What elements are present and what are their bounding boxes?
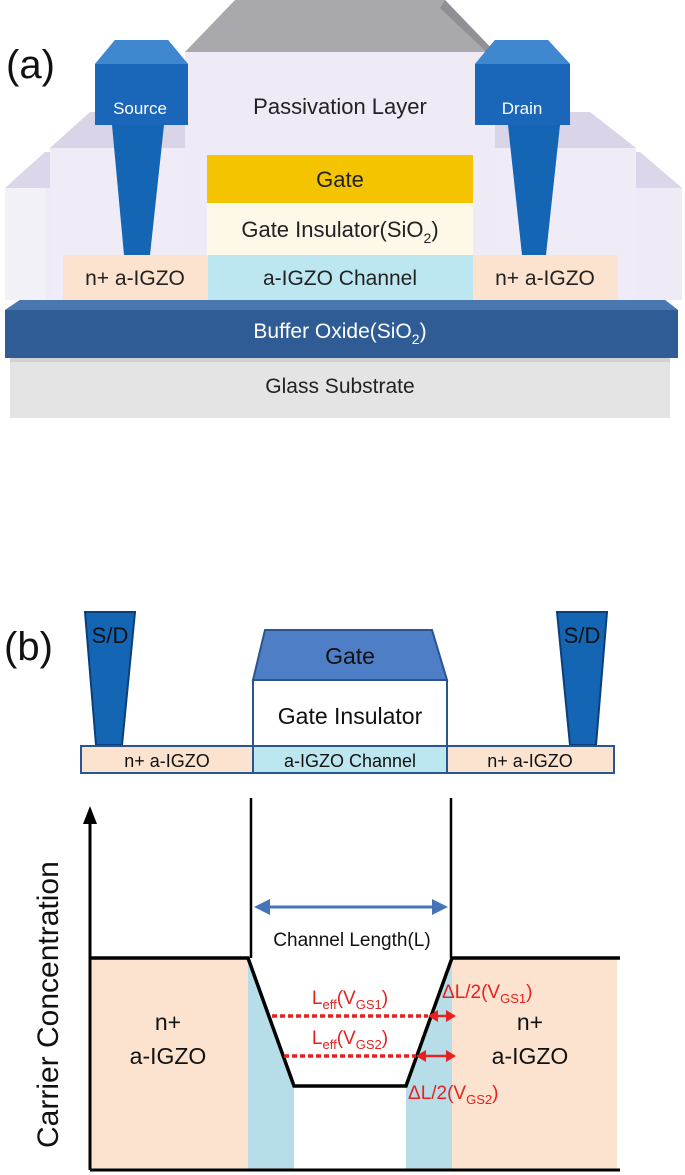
channel-b-label: a-IGZO Channel [284, 751, 416, 771]
source-electrode-via [112, 125, 164, 255]
gate-insulator-layer [207, 203, 473, 255]
n-plus-left-region [63, 255, 208, 300]
channel-length-label: Channel Length(L) [273, 930, 430, 951]
drain-electrode-via [508, 125, 560, 255]
gate-insulator-label: Gate Insulator(SiO2) [241, 217, 438, 246]
gate-insulator-b-label: Gate Insulator [278, 703, 423, 729]
region-left-label-line2: a-IGZO [130, 1043, 207, 1069]
buffer-oxide-layer [5, 300, 678, 358]
region-left-label-line1: n+ [155, 1009, 181, 1035]
channel-length-arrowhead-left [254, 899, 270, 915]
glass-substrate-label: Glass Substrate [265, 375, 414, 398]
n-plus-left-label: n+ a-IGZO [85, 267, 185, 290]
drain-label: Drain [502, 99, 543, 118]
panel-b-label: (b) [4, 625, 53, 669]
gate-insulator-b [252, 679, 448, 747]
panel-a-label: (a) [6, 43, 55, 87]
region-right-label-line2: a-IGZO [492, 1043, 569, 1069]
n-plus-left-b [80, 745, 254, 774]
passivation-label: Passivation Layer [253, 94, 427, 119]
n-plus-right-b-label: n+ a-IGZO [487, 751, 573, 771]
delta-l-gs2-label: ΔL/2(VGS2) [408, 1083, 498, 1107]
panel-a: (a) Source Drain Passivation Layer Gate … [5, 0, 682, 418]
region-right-label-line1: n+ [517, 1009, 543, 1035]
carrier-profile-curve [90, 956, 620, 1088]
channel-length-arrowhead-right [432, 899, 448, 915]
sd-left-label: S/D [92, 623, 129, 648]
region-n-plus-right [452, 958, 617, 1170]
leff2-label: Leff(VGS2) [312, 1028, 388, 1052]
region-n-plus-left [90, 958, 248, 1170]
n-plus-right-region [473, 255, 618, 300]
region-transition-left [248, 958, 294, 1170]
region-transition-right [406, 958, 452, 1170]
y-axis-arrowhead [83, 806, 97, 824]
gate-b-label: Gate [325, 643, 375, 669]
gate-label: Gate [316, 167, 364, 192]
leff1-label: Leff(VGS1) [312, 988, 388, 1012]
sd-right-label: S/D [564, 623, 601, 648]
gate-layer [207, 155, 473, 203]
glass-substrate [10, 358, 670, 418]
delta-l-gs1-label: ΔL/2(VGS1) [442, 982, 532, 1006]
n-plus-left-b-label: n+ a-IGZO [124, 751, 210, 771]
channel-region [208, 255, 473, 300]
buffer-oxide-label: Buffer Oxide(SiO2) [253, 320, 426, 347]
panel-b: (b) S/D S/D Gate Gate Insulator n+ a-IGZ… [4, 611, 620, 1172]
y-axis-label: Carrier Concentration [32, 861, 65, 1148]
source-label: Source [113, 99, 167, 118]
n-plus-right-label: n+ a-IGZO [495, 267, 595, 290]
n-plus-right-b [446, 745, 615, 774]
channel-label: a-IGZO Channel [263, 267, 417, 290]
